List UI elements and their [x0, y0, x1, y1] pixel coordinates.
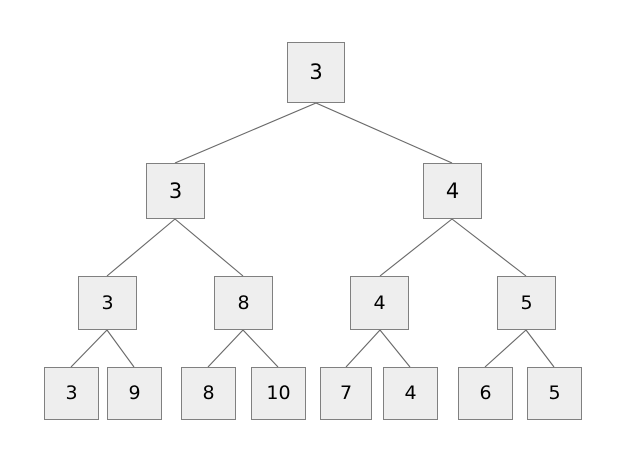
- tree-edge: [106, 218, 176, 277]
- tree-node-value: 4: [373, 291, 386, 314]
- tree-node-value: 8: [202, 382, 215, 404]
- tree-node[interactable]: 9: [107, 367, 162, 420]
- tree-node-value: 6: [479, 382, 492, 404]
- tree-node[interactable]: 10: [251, 367, 306, 420]
- tree-node[interactable]: 8: [214, 276, 273, 330]
- tree-node[interactable]: 8: [181, 367, 236, 420]
- tree-node[interactable]: 4: [383, 367, 438, 420]
- tree-node-value: 4: [404, 382, 417, 404]
- tree-node-value: 10: [266, 382, 291, 404]
- tree-edge: [70, 329, 108, 368]
- tree-edge: [451, 218, 527, 277]
- tree-node[interactable]: 4: [423, 163, 482, 219]
- tree-node[interactable]: 3: [78, 276, 137, 330]
- tree-edge: [525, 329, 555, 368]
- tree-node-value: 3: [309, 60, 323, 84]
- tree-node[interactable]: 5: [527, 367, 582, 420]
- tree-edge: [379, 329, 411, 368]
- tree-node[interactable]: 5: [497, 276, 556, 330]
- tree-node[interactable]: 3: [146, 163, 205, 219]
- tree-node[interactable]: 7: [320, 367, 372, 420]
- tree-node[interactable]: 6: [458, 367, 513, 420]
- tree-node[interactable]: 3: [287, 42, 345, 103]
- tree-edge: [484, 329, 527, 368]
- tree-edge: [174, 218, 244, 277]
- tree-edge: [106, 329, 135, 368]
- tree-edge: [207, 329, 244, 368]
- tree-node-value: 7: [339, 382, 353, 404]
- tree-node-value: 5: [520, 291, 533, 314]
- tree-node-value: 4: [445, 178, 460, 203]
- tree-node-value: 3: [101, 291, 114, 314]
- tree-node-value: 9: [128, 382, 141, 404]
- tree-node[interactable]: 3: [44, 367, 99, 420]
- tree-node[interactable]: 4: [350, 276, 409, 330]
- tree-node-value: 3: [65, 382, 78, 404]
- tree-edge: [242, 329, 279, 368]
- tree-node-value: 5: [548, 382, 561, 404]
- tree-node-value: 3: [168, 178, 183, 203]
- tree-node-value: 8: [237, 291, 250, 314]
- tree-edge: [315, 102, 453, 164]
- tree-edge: [345, 329, 381, 368]
- tree-edge: [379, 218, 453, 277]
- tree-edge: [174, 102, 317, 164]
